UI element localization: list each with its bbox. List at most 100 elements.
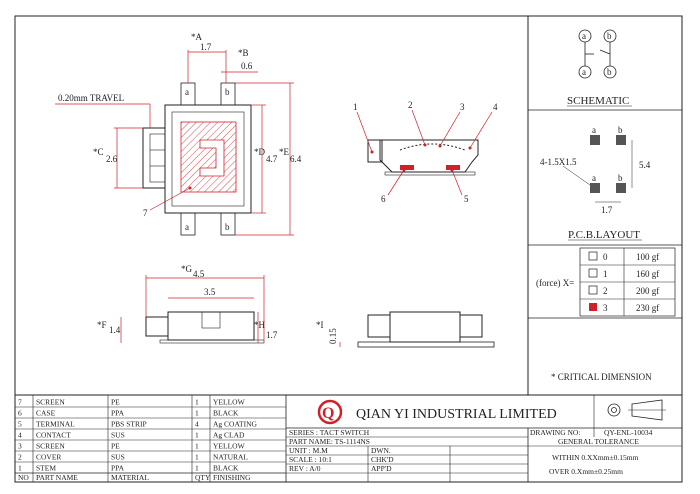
dim-c-label: *C	[93, 147, 104, 157]
dim-c-value: 2.6	[106, 154, 118, 164]
dim-f-value: 1.4	[109, 325, 121, 335]
pcb-pad-b-bottom: b	[618, 173, 623, 183]
bom-cell-part: SCREEN	[36, 442, 65, 451]
force-table: 0 1 2 3 100 gf 160 gf 200 gf 230 gf (for…	[536, 247, 676, 317]
bom-header-no: NO	[18, 473, 29, 482]
dim-h-label: *H	[254, 320, 266, 330]
pcb-title: P.C.B.LAYOUT	[568, 229, 640, 241]
bom-cell-part: CONTACT	[36, 431, 71, 440]
bom-cell-no: 1	[18, 464, 22, 473]
callout-6: 6	[381, 194, 386, 204]
bom-cell-qty: 1	[195, 453, 199, 462]
series: SERIES : TACT SWITCH	[289, 428, 370, 437]
dim-i-label: *I	[316, 320, 324, 330]
pcb-width: 1.7	[601, 205, 613, 215]
tolerance-title: GENERAL TOLERANCE	[558, 437, 639, 446]
drawing-no-label: DRAWING NO:	[530, 428, 580, 437]
schem-pin-a2: a	[582, 67, 586, 77]
bom-cell-qty: 1	[195, 464, 199, 473]
tolerance-2: OVER 0.Xmm±0.25mm	[549, 467, 623, 476]
pin-b-top: b	[225, 87, 230, 97]
dim-e-label: *E	[279, 147, 290, 157]
bom-header-qty: QTY	[195, 473, 211, 482]
part-name: PART NAME: TS-1114NS	[289, 437, 370, 446]
force-opt-1: 1	[603, 269, 608, 279]
schematic-title: SCHEMATIC	[567, 95, 629, 107]
pcb-pad-b: b	[618, 125, 623, 135]
bom-header-part: PART NAME	[36, 473, 78, 482]
force-opt-0: 0	[603, 252, 608, 262]
bom-cell-finish: YELLOW	[213, 398, 246, 407]
bom-cell-no: 4	[18, 431, 22, 440]
bom-cell-mat: PBS STRIP	[111, 420, 147, 429]
dim-f-label: *F	[97, 320, 107, 330]
callout-7: 7	[143, 208, 148, 218]
bom-cell-qty: 1	[195, 431, 199, 440]
schematic: a b a b SCHEMATIC	[567, 29, 632, 107]
critical-note: * CRITICAL DIMENSION	[551, 372, 652, 382]
dim-i-value: 0.15	[328, 328, 338, 344]
pcb-holes: 4-1.5X1.5	[540, 157, 577, 167]
bom-cell-qty: 1	[195, 442, 199, 451]
bom-cell-mat: SUS	[111, 453, 125, 462]
top-view: a b a b *A 1.7 *B 0.6 0.20mm TRAVEL	[55, 32, 302, 236]
pcb-height: 5.4	[639, 160, 651, 170]
bom-cell-qty: 1	[195, 398, 199, 407]
dwn-label: DWN.	[371, 446, 391, 455]
bom-header-mat: MATERIAL	[111, 473, 149, 482]
drawing-no: QY-ENL-10034	[604, 428, 653, 437]
dim-a-value: 1.7	[200, 42, 212, 52]
pin-b-bottom: b	[225, 222, 230, 232]
pcb-layout: a b a b 4-1.5X1.5 5.4 1.7 P.C.B.LAYOUT	[540, 125, 651, 241]
bom-cell-part: TERMINAL	[36, 420, 75, 429]
unit: UNIT : M.M	[289, 446, 328, 455]
title-block: Q QIAN YI INDUSTRIAL LIMITED DRAWING NO:…	[286, 395, 682, 482]
dim-g-label: *G	[181, 264, 193, 274]
force-val-0: 100 gf	[636, 252, 659, 262]
dim-g-value: 4.5	[193, 269, 205, 279]
bom-cell-finish: BLACK	[213, 464, 239, 473]
bom-cell-finish: Ag CLAD	[213, 431, 245, 440]
bom-cell-part: STEM	[36, 464, 56, 473]
company-logo-letter: Q	[322, 405, 334, 422]
bom-cell-finish: NATURAL	[213, 453, 248, 462]
end-view: *I 0.15	[316, 311, 495, 348]
projection-symbol	[607, 399, 666, 421]
dim-3-5: 3.5	[204, 287, 216, 297]
bom-cell-finish: Ag COATING	[213, 420, 258, 429]
force-opt-2: 2	[603, 286, 608, 296]
bom-cell-mat: SUS	[111, 431, 125, 440]
pcb-pad-a: a	[592, 125, 596, 135]
dim-b-value: 0.6	[241, 61, 253, 71]
dim-b-label: *B	[238, 48, 249, 58]
bom-cell-qty: 1	[195, 409, 199, 418]
bom-cell-part: CASE	[36, 409, 56, 418]
bom-cell-mat: PPA	[111, 464, 125, 473]
pin-a-bottom: a	[185, 222, 189, 232]
company-logo	[317, 399, 343, 425]
dim-d-label: *D	[254, 147, 266, 157]
force-val-2: 200 gf	[636, 286, 659, 296]
tolerance-1: WITHIN 0.XXmm±0.15mm	[552, 453, 639, 462]
bom-cell-qty: 4	[195, 420, 199, 429]
schem-pin-a1: a	[582, 31, 586, 41]
dim-h-value: 1.7	[266, 330, 278, 340]
callout-1: 1	[353, 102, 358, 112]
dim-d-value: 4.7	[266, 154, 278, 164]
sheet-border	[14, 15, 683, 483]
bom-cell-no: 6	[18, 409, 22, 418]
schem-pin-b1: b	[607, 31, 612, 41]
callout-4: 4	[493, 102, 498, 112]
bom-cell-mat: PE	[111, 398, 120, 407]
bom-cell-no: 3	[18, 442, 22, 451]
bom-cell-part: SCREEN	[36, 398, 65, 407]
force-val-3: 230 gf	[636, 303, 659, 313]
bom-cell-no: 7	[18, 398, 22, 407]
bom-header-finish: FINISHING	[213, 473, 251, 482]
rev: REV : A/0	[289, 464, 321, 473]
force-label: (force) X=	[536, 278, 574, 288]
side-view: *G 4.5 3.5 *F 1.4 *H 1.7	[97, 264, 278, 344]
travel-dim: 0.20mm TRAVEL	[58, 93, 124, 103]
force-val-1: 160 gf	[636, 269, 659, 279]
